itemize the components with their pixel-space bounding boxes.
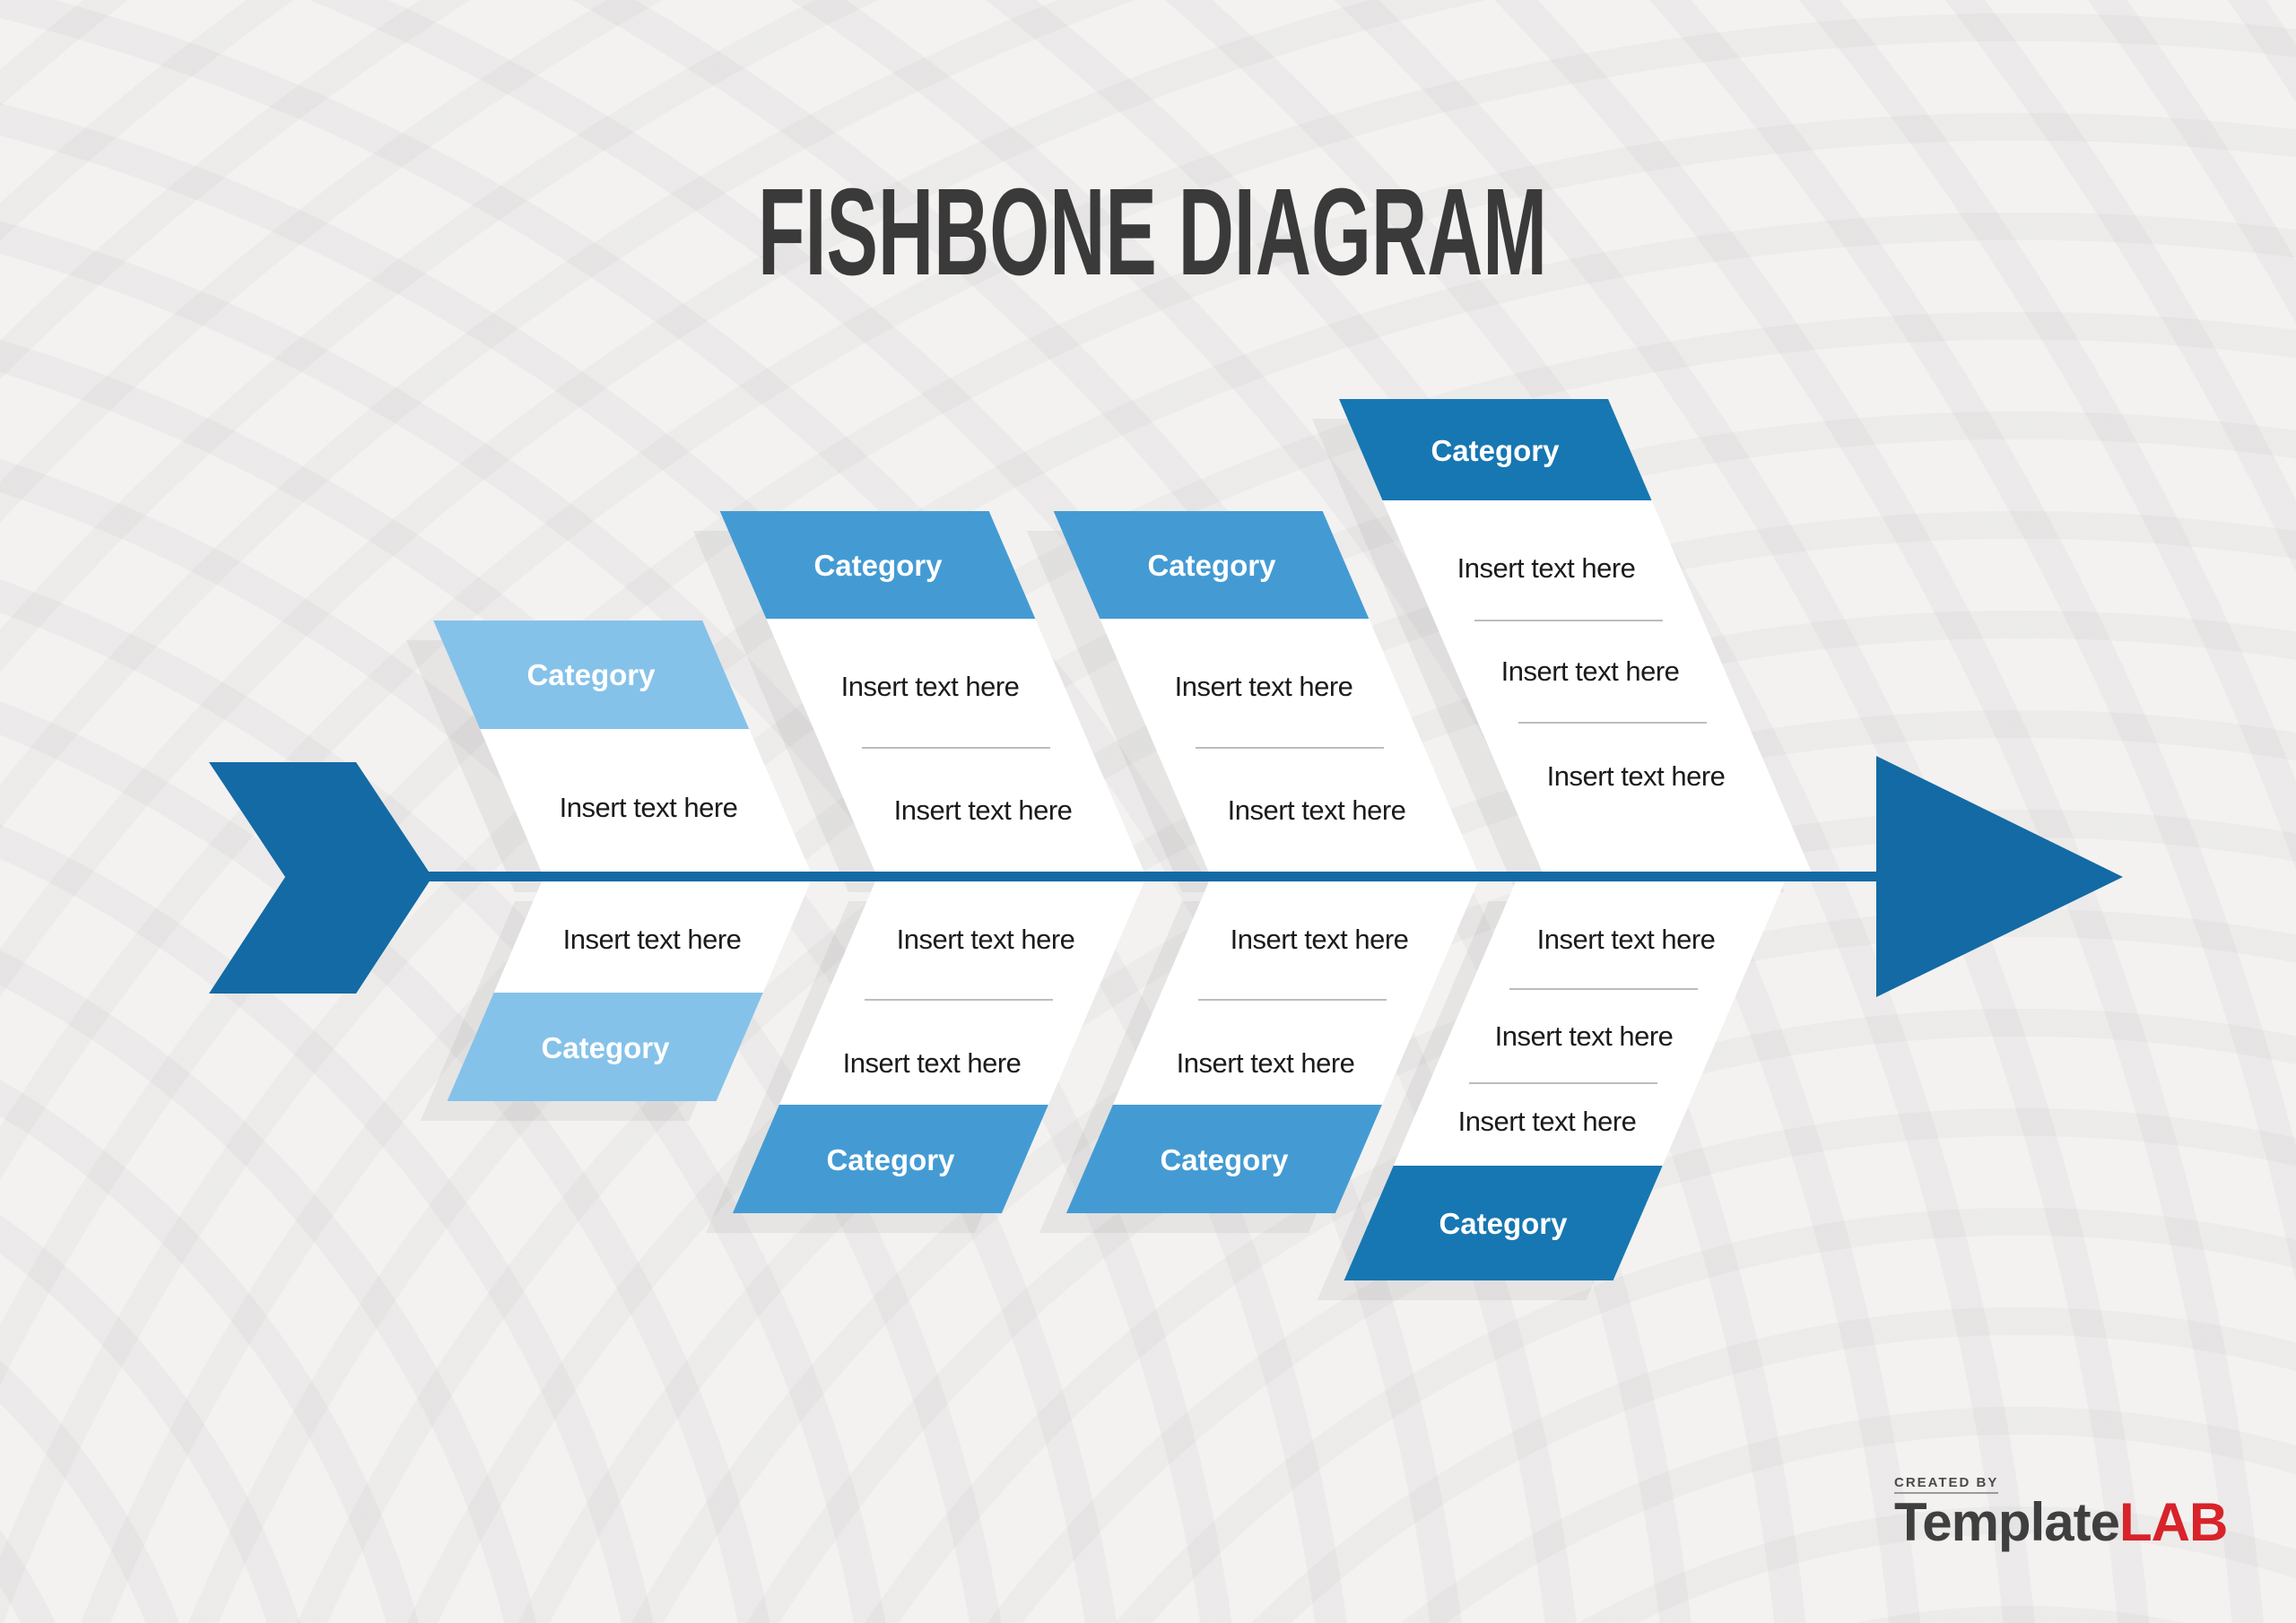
bone-bottom-3-category-box[interactable] — [1065, 1105, 1382, 1213]
templatelab-logo: CREATED BY TemplateLAB — [1894, 1476, 2271, 1549]
brand-template-text: Template — [1894, 1492, 2120, 1552]
bone-bottom-3: Insert text here Insert text here Catego… — [1065, 881, 1478, 1213]
bone-top-4-item-1[interactable]: Insert text here — [1457, 552, 1636, 584]
bone-top-3-body — [1100, 619, 1478, 872]
bone-top-1-body — [480, 729, 811, 872]
bone-top-2-body — [766, 619, 1144, 872]
bone-bottom-3-body — [1112, 881, 1478, 1105]
bone-top-3: Category Insert text here Insert text he… — [1053, 511, 1478, 872]
bone-top-3-category-box[interactable] — [1053, 511, 1370, 619]
bone-bottom-1-item-1[interactable]: Insert text here — [563, 924, 742, 955]
bone-bottom-4-category-box[interactable] — [1344, 1166, 1663, 1280]
spine-line — [422, 872, 1892, 881]
page-title: FISHBONE DIAGRAM — [758, 163, 1547, 301]
bone-top-4: Category Insert text here Insert text he… — [1339, 399, 1812, 872]
bone-bottom-4-item-3[interactable]: Insert text here — [1458, 1106, 1637, 1137]
bone-top-2-category-label[interactable]: Category — [813, 549, 943, 582]
bone-bottom-2-item-2[interactable]: Insert text here — [843, 1047, 1022, 1079]
bone-bottom-2: Insert text here Insert text here Catego… — [732, 881, 1144, 1213]
bone-bottom-4: Insert text here Insert text here Insert… — [1344, 881, 1785, 1280]
bone-top-2-item-2[interactable]: Insert text here — [894, 794, 1073, 826]
bone-bottom-2-item-1[interactable]: Insert text here — [897, 924, 1075, 955]
bone-top-4-body — [1382, 500, 1812, 872]
bone-top-1-category-label[interactable]: Category — [526, 658, 656, 691]
brand-wordmark: TemplateLAB — [1894, 1496, 2271, 1549]
bone-top-2-item-1[interactable]: Insert text here — [841, 671, 1020, 702]
bone-bottom-2-category-label[interactable]: Category — [826, 1143, 955, 1176]
bone-top-2-category-box[interactable] — [719, 511, 1036, 619]
fish-tail-chevron-icon — [209, 762, 432, 994]
bone-top-4-item-2[interactable]: Insert text here — [1501, 655, 1680, 687]
bone-top-3-category-label[interactable]: Category — [1147, 549, 1276, 582]
bone-bottom-4-item-1[interactable]: Insert text here — [1537, 924, 1716, 955]
bone-bottom-3-item-2[interactable]: Insert text here — [1177, 1047, 1355, 1079]
bone-top-1-item-1[interactable]: Insert text here — [560, 792, 738, 823]
bone-bottom-3-category-label[interactable]: Category — [1160, 1143, 1289, 1176]
created-by-label: CREATED BY — [1894, 1476, 1999, 1494]
bone-bottom-4-body — [1393, 881, 1785, 1166]
bone-top-4-category-box[interactable] — [1339, 399, 1652, 500]
bone-top-1-category-box[interactable] — [433, 621, 750, 729]
bone-bottom-4-item-2[interactable]: Insert text here — [1495, 1020, 1674, 1052]
brand-lab-text: LAB — [2118, 1492, 2228, 1552]
bone-bottom-2-body — [778, 881, 1144, 1105]
bone-bottom-1-body — [493, 881, 811, 993]
bone-top-2: Category Insert text here Insert text he… — [719, 511, 1144, 872]
bone-top-3-item-1[interactable]: Insert text here — [1175, 671, 1353, 702]
bone-bottom-1-category-box[interactable] — [447, 993, 763, 1101]
bone-top-3-item-2[interactable]: Insert text here — [1228, 794, 1406, 826]
bone-bottom-1-category-label[interactable]: Category — [541, 1031, 670, 1064]
bone-bottom-4-category-label[interactable]: Category — [1439, 1207, 1568, 1240]
bone-top-4-category-label[interactable]: Category — [1431, 434, 1560, 467]
bone-bottom-2-category-box[interactable] — [732, 1105, 1048, 1213]
bone-bottom-3-item-1[interactable]: Insert text here — [1231, 924, 1409, 955]
bone-bottom-1: Insert text here Category — [447, 881, 811, 1101]
bone-top-4-item-3[interactable]: Insert text here — [1547, 760, 1726, 792]
fish-head-arrow-icon — [1876, 756, 2123, 997]
bone-top-1: Category Insert text here — [433, 621, 811, 872]
